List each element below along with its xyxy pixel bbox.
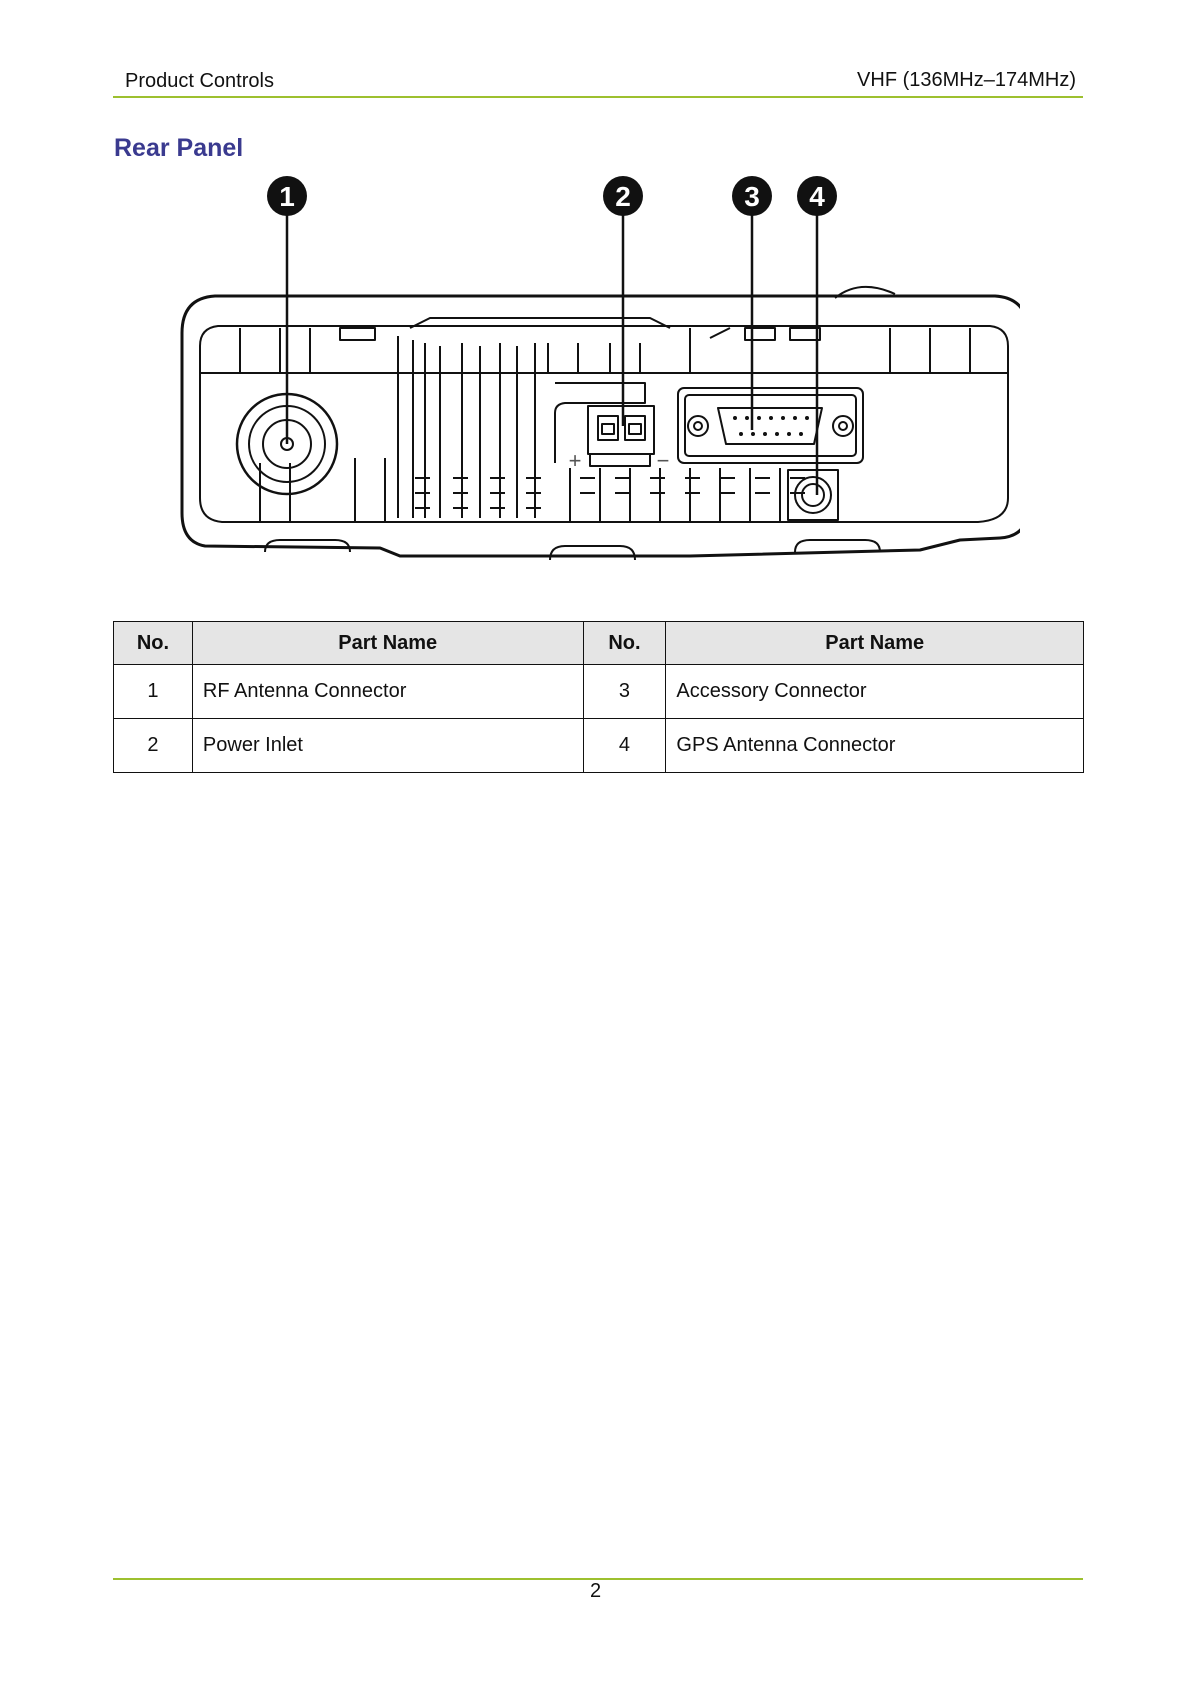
power-minus-label: − bbox=[657, 448, 670, 473]
table-header-row: No. Part Name No. Part Name bbox=[114, 622, 1084, 665]
cell-part-name: Power Inlet bbox=[192, 719, 583, 773]
running-header-right: VHF (136MHz–174MHz) bbox=[857, 69, 1076, 92]
header-no-right: No. bbox=[583, 622, 666, 665]
cell-no: 2 bbox=[114, 719, 193, 773]
header-no-left: No. bbox=[114, 622, 193, 665]
header-part-name-right: Part Name bbox=[666, 622, 1084, 665]
page-number: 2 bbox=[0, 1580, 1191, 1603]
rear-panel-figure: 1 2 3 4 + − bbox=[170, 168, 1020, 620]
callout-2-label: 2 bbox=[615, 181, 631, 212]
header-part-name-left: Part Name bbox=[192, 622, 583, 665]
pin-dots bbox=[733, 416, 809, 436]
cell-no: 1 bbox=[114, 665, 193, 719]
cell-no: 4 bbox=[583, 719, 666, 773]
cell-part-name: Accessory Connector bbox=[666, 665, 1084, 719]
table-row: 1 RF Antenna Connector 3 Accessory Conne… bbox=[114, 665, 1084, 719]
parts-table: No. Part Name No. Part Name 1 RF Antenna… bbox=[113, 621, 1084, 773]
cell-part-name: RF Antenna Connector bbox=[192, 665, 583, 719]
table-row: 2 Power Inlet 4 GPS Antenna Connector bbox=[114, 719, 1084, 773]
header-rule bbox=[113, 96, 1083, 98]
callout-4-label: 4 bbox=[809, 181, 825, 212]
cell-part-name: GPS Antenna Connector bbox=[666, 719, 1084, 773]
callout-1-label: 1 bbox=[279, 181, 295, 212]
running-header-left: Product Controls bbox=[125, 70, 274, 93]
power-plus-label: + bbox=[569, 448, 582, 473]
section-title: Rear Panel bbox=[114, 134, 243, 163]
callout-3-label: 3 bbox=[744, 181, 760, 212]
cell-no: 3 bbox=[583, 665, 666, 719]
